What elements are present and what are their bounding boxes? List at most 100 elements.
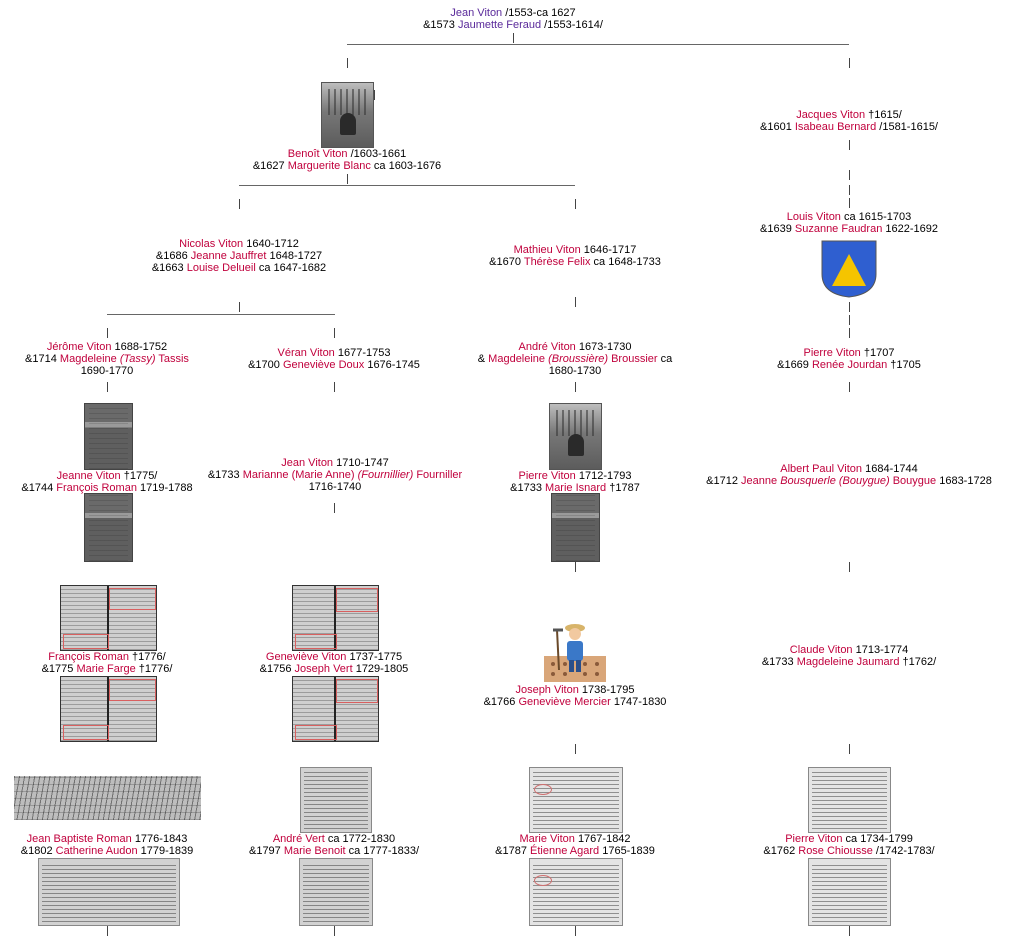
weaver-engraving-icon[interactable] (549, 403, 602, 470)
connector (849, 315, 850, 325)
spouse-name-link[interactable]: Magdeleine (Tassy) Tassis (59, 353, 189, 365)
person-name-link[interactable]: Nicolas Viton (179, 238, 244, 250)
person-louis-viton: Louis Viton ca 1615-1703 &1639 Suzanne F… (749, 211, 949, 235)
person-dates: †1776/ (132, 651, 166, 663)
connector (107, 382, 108, 392)
person-name-link[interactable]: Claude Viton (789, 644, 853, 656)
handwritten-record-image[interactable] (529, 767, 623, 833)
marriage-prefix: &1733 (207, 469, 243, 481)
person-name-link[interactable]: Pierre Viton (785, 833, 843, 845)
person-name-link[interactable]: Jacques Viton (796, 109, 866, 121)
spouse-name-link[interactable]: Marie Farge (76, 663, 136, 675)
spouse-name-link[interactable]: Catherine Audon (55, 845, 138, 857)
person-name-link[interactable]: Benoît Viton (287, 148, 348, 160)
spouse-name-link[interactable]: Marie Isnard (545, 482, 607, 494)
person-dates: 1710-1747 (336, 457, 389, 469)
spouse-dates: †1787 (606, 482, 640, 494)
spouse-name-link[interactable]: Étienne Agard (530, 845, 600, 857)
parish-record-image[interactable] (292, 585, 379, 651)
person-veran-viton: Véran Viton 1677-1753 &1700 Geneviève Do… (234, 347, 434, 371)
person-dates: 1684-1744 (865, 463, 918, 475)
marriage-prefix: &1686 (155, 250, 191, 262)
spouse-name-link[interactable]: Magdeleine (Broussière) Broussier (488, 353, 658, 365)
spouse-name-link[interactable]: Magdeleine Jaumard (796, 656, 900, 668)
connector (849, 58, 850, 68)
person-name-link[interactable]: Jean Viton (281, 457, 334, 469)
spouse-name-link[interactable]: Suzanne Faudran (794, 223, 883, 235)
person-dates: /1553-ca 1627 (505, 7, 576, 19)
person-name-link[interactable]: Mathieu Viton (513, 244, 581, 256)
spouse-name-link[interactable]: Rose Chiousse (798, 845, 873, 857)
person-name-link[interactable]: Jeanne Viton (56, 470, 121, 482)
spouse-name-link[interactable]: Jeanne Jauffret (190, 250, 267, 262)
handwritten-record-image[interactable] (529, 858, 623, 926)
handwritten-record-image[interactable] (38, 858, 180, 926)
spouse-name-link[interactable]: Marianne (Marie Anne) (Fournillier) Four… (242, 469, 463, 481)
coat-of-arms-icon[interactable] (821, 240, 877, 298)
spouse-name-link[interactable]: François Roman (56, 482, 137, 494)
register-cover-image[interactable] (84, 493, 133, 562)
parish-record-image[interactable] (60, 676, 157, 742)
spouse-dates: 1680-1730 (548, 365, 602, 377)
connector (347, 58, 348, 68)
person-dates: ca 1772-1830 (327, 833, 396, 845)
person-dates: 1673-1730 (578, 341, 632, 353)
spouse-name-link[interactable]: Isabeau Bernard (794, 121, 877, 133)
handwritten-record-image[interactable] (808, 858, 891, 926)
spouse-name-link[interactable]: Geneviève Doux (282, 359, 365, 371)
person-benoit-viton: Benoît Viton /1603-1661 &1627 Marguerite… (247, 148, 447, 172)
person-name-link[interactable]: André Vert (272, 833, 325, 845)
marriage-prefix: &1639 (760, 223, 795, 235)
spouse-dates: ca 1648-1733 (590, 256, 661, 268)
person-dates: ca 1615-1703 (844, 211, 912, 223)
handwritten-record-image[interactable] (299, 858, 373, 926)
spouse-name-link[interactable]: Louise Delueil (186, 262, 256, 274)
person-name-link[interactable]: Louis Viton (786, 211, 841, 223)
spouse-dates: 1747-1830 (610, 696, 667, 708)
spouse-name-link[interactable]: Renée Jourdan (811, 359, 888, 371)
connector (575, 926, 576, 936)
spouse-name-link[interactable]: Jeanne Bousquerle (Bouygue) Bouygue (741, 475, 937, 487)
person-name-link[interactable]: Marie Viton (519, 833, 575, 845)
person-name-link[interactable]: Véran Viton (277, 347, 335, 359)
person-jean-viton-1710: Jean Viton 1710-1747 &1733 Marianne (Mar… (200, 457, 470, 493)
farmer-icon[interactable] (543, 620, 607, 684)
person-name-link[interactable]: François Roman (48, 651, 129, 663)
person-name-link[interactable]: Albert Paul Viton (780, 463, 863, 475)
spouse-name-link[interactable]: Marguerite Blanc (287, 160, 371, 172)
person-name-link[interactable]: Jérôme Viton (46, 341, 112, 353)
parish-record-image[interactable] (292, 676, 379, 742)
spouse-dates: 1676-1745 (364, 359, 420, 371)
person-name-link[interactable]: Pierre Viton (803, 347, 861, 359)
person-francois-roman: François Roman †1776/ &1775 Marie Farge … (7, 651, 207, 675)
handwritten-record-image[interactable] (14, 776, 201, 820)
person-name-link[interactable]: André Viton (518, 341, 576, 353)
person-name-link[interactable]: Jean Baptiste Roman (26, 833, 132, 845)
person-dates: ca 1734-1799 (845, 833, 913, 845)
connector (575, 199, 576, 209)
register-cover-image[interactable] (84, 403, 133, 470)
marriage-prefix: &1700 (248, 359, 283, 371)
connector (849, 302, 850, 312)
parish-record-image[interactable] (60, 585, 157, 651)
person-name-link[interactable]: Pierre Viton (518, 470, 576, 482)
spouse-name-link[interactable]: Jaumette Feraud (457, 19, 542, 31)
handwritten-record-image[interactable] (808, 767, 891, 833)
handwritten-record-image[interactable] (300, 767, 372, 833)
spouse-name-link[interactable]: Geneviève Mercier (518, 696, 611, 708)
spouse-dates: ca (657, 353, 673, 365)
marriage-prefix: &1797 (248, 845, 284, 857)
connector (575, 297, 576, 307)
spouse-name-link[interactable]: Marie Benoit (283, 845, 346, 857)
person-name-link[interactable]: Geneviève Viton (265, 651, 347, 663)
register-cover-image[interactable] (551, 493, 600, 562)
marriage-prefix: &1802 (20, 845, 56, 857)
spouse-dates: ca 1647-1682 (255, 262, 327, 274)
weaver-engraving-icon[interactable] (321, 82, 374, 148)
person-name-link[interactable]: Jean Viton (450, 7, 503, 19)
person-joseph-viton: Joseph Viton 1738-1795 &1766 Geneviève M… (465, 684, 685, 708)
spouse-dates: †1705 (887, 359, 921, 371)
spouse-name-link[interactable]: Joseph Vert (294, 663, 353, 675)
person-name-link[interactable]: Joseph Viton (515, 684, 579, 696)
spouse-name-link[interactable]: Thérèse Felix (523, 256, 591, 268)
